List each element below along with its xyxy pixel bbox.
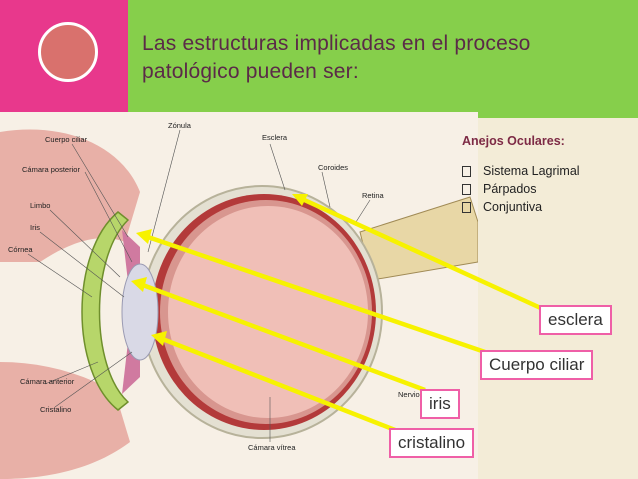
bullet-box-icon [462,201,471,213]
diagram-leader-lines [27,129,371,442]
arrowhead-esclera-icon [292,194,308,206]
slide-title-line-1: Las estructuras implicadas en el proceso [142,32,531,55]
label-esclera: Esclera [262,133,288,142]
slide-title: Las estructuras implicadas en el proceso… [142,30,622,86]
list-item-label: Sistema Lagrimal [483,164,580,178]
arrow-cristalino [159,335,396,433]
slide-title-line-2: patológico pueden ser: [142,60,359,83]
anejos-heading: Anejos Oculares: [462,134,565,148]
label-nervio-optico: Nervio ópt [398,390,433,399]
callout-iris: iris [420,389,460,419]
callout-cuerpo-ciliar: Cuerpo ciliar [480,350,594,380]
label-retina: Retina [362,191,385,200]
arrow-esclera [299,195,546,313]
arrowhead-iris-icon [131,277,147,292]
arrowhead-cristalino-icon [151,331,167,346]
arrow-cuerpo-ciliar [144,233,486,355]
arrowhead-cuerpo-ciliar-icon [136,229,152,244]
label-camara-vitrea: Cámara vítrea [248,443,296,452]
anejos-oculares-block: Anejos Oculares: Sistema Lagrimal Párpad… [462,134,632,216]
label-coroides: Coroides [318,163,348,172]
arrow-iris [139,281,426,393]
list-item: Sistema Lagrimal [462,162,632,180]
callout-cristalino: cristalino [389,428,475,458]
bullet-box-icon [462,165,471,177]
list-item: Párpados [462,180,632,198]
callout-esclera: esclera [539,305,612,335]
label-cuerpo-ciliar: Cuerpo ciliar [45,135,88,144]
label-iris: Iris [30,223,40,232]
decorative-circle-icon [38,22,98,82]
label-cristalino: Cristalino [40,405,71,414]
label-camara-posterior: Cámara posterior [22,165,80,174]
anejos-list: Sistema Lagrimal Párpados Conjuntiva [462,162,632,216]
bullet-box-icon [462,183,471,195]
eye-anatomy-diagram: Cuerpo ciliar Zónula Esclera Cámara post… [0,112,478,479]
label-limbo: Limbo [30,201,50,210]
cornea-shape [81,211,130,411]
list-item: Conjuntiva [462,198,632,216]
lower-eyelid-shape [0,362,130,479]
eye-anatomy-svg: Cuerpo ciliar Zónula Esclera Cámara post… [0,121,478,479]
green-header-bar [128,0,638,118]
label-cornea: Córnea [8,245,33,254]
label-zonula: Zónula [168,121,192,130]
label-camara-anterior: Cámara anterior [20,377,75,386]
list-item-label: Párpados [483,182,537,196]
list-item-label: Conjuntiva [483,200,543,214]
